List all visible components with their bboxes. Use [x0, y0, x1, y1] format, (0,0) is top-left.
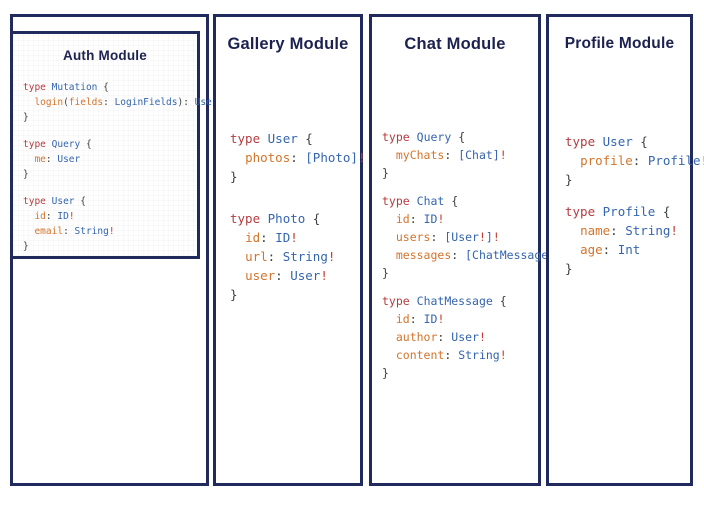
code-line: type Mutation { — [23, 82, 109, 93]
profile-module-panel: Profile Module type User { profile: Prof… — [546, 14, 704, 486]
code-line: } — [382, 266, 389, 280]
auth-module-code: type Mutation { login(fields: LoginField… — [23, 80, 218, 266]
code-line: messages: [ChatMessage]! — [395, 248, 562, 262]
code-line: photos: [Photo]! — [245, 150, 366, 165]
code-line: age: Int — [580, 242, 641, 257]
gallery-module-panel: Gallery Module type User { photos: [Phot… — [213, 14, 366, 486]
code-line: type Photo { — [230, 211, 321, 226]
code-line: email: String! — [34, 226, 115, 237]
auth-module-title: Auth Module — [63, 48, 147, 63]
graphql-type-block: type Query { myChats: [Chat]!} — [382, 128, 562, 182]
code-line: } — [23, 241, 29, 252]
code-line: } — [382, 366, 389, 380]
profile-module-title: Profile Module — [564, 35, 675, 52]
graphql-type-block: type User { id: ID! email: String!} — [23, 194, 218, 254]
profile-module-code: type User { profile: Profile!}type Profi… — [565, 132, 704, 291]
graphql-type-block: type Query { me: User} — [23, 137, 218, 182]
code-line: type ChatMessage { — [382, 294, 507, 308]
chat-module-panel: Chat Module type Query { myChats: [Chat]… — [369, 14, 562, 486]
code-line: id: ID! — [395, 312, 445, 326]
code-line: content: String! — [395, 348, 507, 362]
code-line: type User { — [23, 196, 86, 207]
graphql-type-block: type User { photos: [Photo]!} — [230, 129, 366, 186]
code-line: me: User — [34, 154, 81, 165]
code-line: myChats: [Chat]! — [395, 148, 507, 162]
code-line: name: String! — [580, 223, 678, 238]
code-line: } — [23, 169, 29, 180]
user-module-panel: User Module type Query { user(id: ID!): … — [10, 14, 218, 486]
code-line: login(fields: LoginFields): User — [34, 97, 218, 108]
code-line: type User { — [565, 134, 648, 149]
graphql-type-block: type Photo { id: ID! url: String! user: … — [230, 209, 366, 304]
code-line: id: ID! — [34, 211, 75, 222]
code-line: user: User! — [245, 268, 328, 283]
gallery-module-title: Gallery Module — [227, 35, 349, 53]
code-line: } — [23, 112, 29, 123]
code-line: url: String! — [245, 249, 336, 264]
code-line: id: ID! — [395, 212, 445, 226]
code-line: } — [230, 287, 238, 302]
chat-module-code: type Query { myChats: [Chat]!}type Chat … — [382, 128, 562, 392]
code-line: } — [565, 172, 573, 187]
code-line: profile: Profile! — [580, 153, 704, 168]
graphql-type-block: type Chat { id: ID! users: [User!]! mess… — [382, 192, 562, 282]
graphql-type-block: type Mutation { login(fields: LoginField… — [23, 80, 218, 125]
code-line: id: ID! — [245, 230, 298, 245]
code-line: type Profile { — [565, 204, 671, 219]
code-line: } — [382, 166, 389, 180]
graphql-type-block: type Profile { name: String! age: Int} — [565, 202, 704, 278]
gallery-module-code: type User { photos: [Photo]!}type Photo … — [230, 129, 366, 327]
code-line: } — [565, 261, 573, 276]
code-line: type Query { — [382, 130, 466, 144]
code-line: } — [230, 169, 238, 184]
graphql-type-block: type User { profile: Profile!} — [565, 132, 704, 189]
code-line: type Query { — [23, 139, 92, 150]
code-line: author: User! — [395, 330, 486, 344]
code-line: type Chat { — [382, 194, 459, 208]
chat-module-title: Chat Module — [404, 35, 506, 53]
auth-module-panel: Auth Module type Mutation { login(fields… — [10, 31, 218, 259]
graphql-type-block: type ChatMessage { id: ID! author: User!… — [382, 292, 562, 382]
code-line: type User { — [230, 131, 313, 146]
code-line: users: [User!]! — [395, 230, 500, 244]
